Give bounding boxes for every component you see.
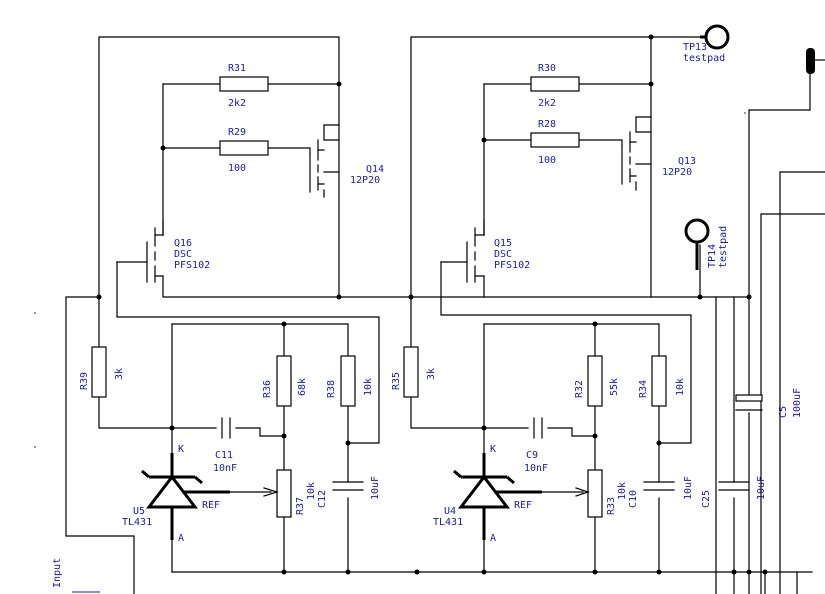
r29-value: 100 [228, 163, 246, 174]
mosfet-q13: Q13 12P20 [621, 131, 696, 185]
r39-value: 3k [114, 368, 125, 380]
mosfet-q15: Q15 DSC PFS102 [466, 227, 530, 283]
u4-part: TL431 [433, 517, 463, 528]
r30-value: 2k2 [538, 98, 556, 109]
resistor-r36: R36 68k [262, 355, 308, 407]
u4-pin-k: K [490, 444, 496, 455]
regulator-u4: K A REF U4 TL431 [433, 444, 542, 544]
mosfet-q16: Q16 DSC PFS102 [146, 227, 210, 283]
q16-ref: Q16 [174, 238, 192, 249]
r33-ref: R33 [606, 497, 617, 515]
tp14-type: testpad [718, 226, 729, 268]
r38-ref: R38 [326, 380, 337, 398]
r33-value: 10k [617, 482, 628, 500]
resistor-r35: R35 3k [391, 346, 437, 398]
c9-ref: C9 [526, 450, 538, 461]
c11-value: 10nF [213, 463, 237, 474]
r35-ref: R35 [391, 372, 402, 390]
r38-value: 10k [363, 378, 374, 396]
wires [65, 36, 825, 594]
c12-ref: C12 [317, 490, 328, 508]
c12-value: 10uF [370, 476, 381, 500]
r37-value: 10k [306, 482, 317, 500]
u4-pin-ref: REF [514, 500, 532, 511]
connector-pin [806, 48, 825, 74]
grid-marks [34, 112, 746, 448]
q14-ref: Q14 [366, 164, 384, 175]
r31-value: 2k2 [228, 98, 246, 109]
u5-pin-k: K [178, 444, 184, 455]
tp14-ref: TP14 [707, 244, 718, 268]
c10-value: 10uF [683, 476, 694, 500]
c5-ref: C5 [778, 406, 789, 418]
r36-value: 68k [297, 378, 308, 396]
r36-ref: R36 [262, 380, 273, 398]
resistor-r29: R29 100 [219, 127, 269, 174]
c25-value: 10uF [756, 476, 767, 500]
capacitor-c11: C11 10nF [213, 417, 237, 474]
mosfet-q14: Q14 12P20 [309, 139, 384, 193]
testpad-tp13: TP13 testpad [683, 24, 730, 64]
q15-part: PFS102 [494, 260, 530, 271]
tp13-type: testpad [683, 53, 725, 64]
r28-value: 100 [538, 155, 556, 166]
potentiometer-r33: R33 10k [575, 469, 628, 518]
r29-ref: R29 [228, 127, 246, 138]
c5-value: 100uF [792, 388, 803, 418]
capacitor-c5-electrolytic: C5 100uF [735, 388, 803, 418]
r35-value: 3k [426, 368, 437, 380]
r39-ref: R39 [79, 372, 90, 390]
r34-value: 10k [675, 378, 686, 396]
r37-ref: R37 [295, 497, 306, 515]
resistor-r28: R28 100 [530, 119, 580, 166]
q15-ref: Q15 [494, 238, 512, 249]
resistor-r39: R39 3k [79, 346, 125, 398]
q16-part: PFS102 [174, 260, 210, 271]
testpad-tp14: TP14 testpad [684, 218, 729, 270]
q14-part: 12P20 [350, 175, 380, 186]
u5-part: TL431 [122, 517, 152, 528]
capacitor-c9: C9 10nF [524, 417, 548, 474]
u5-ref: U5 [133, 506, 145, 517]
r30-ref: R30 [538, 63, 556, 74]
resistor-r34: R34 10k [638, 355, 686, 407]
u5-pin-a: A [178, 533, 184, 544]
c10-ref: C10 [628, 490, 639, 508]
tp13-ref: TP13 [683, 42, 707, 53]
q16-maker: DSC [174, 249, 192, 260]
resistor-r31: R31 2k2 [219, 63, 269, 109]
r32-ref: R32 [574, 380, 585, 398]
net-label-input: Input [52, 558, 100, 593]
r31-ref: R31 [228, 63, 246, 74]
r32-value: 55k [609, 378, 620, 396]
capacitor-c10: C10 10uF [628, 476, 694, 508]
q15-maker: DSC [494, 249, 512, 260]
resistor-r30: R30 2k2 [530, 63, 580, 109]
c25-ref: C25 [701, 490, 712, 508]
resistor-r38: R38 10k [326, 355, 374, 407]
u5-pin-ref: REF [202, 500, 220, 511]
regulator-u5: K A REF U5 TL431 [122, 444, 230, 544]
q13-part: 12P20 [662, 167, 692, 178]
potentiometer-r37: R37 10k [263, 469, 317, 518]
r34-ref: R34 [638, 380, 649, 398]
u4-pin-a: A [490, 533, 496, 544]
c9-value: 10nF [524, 463, 548, 474]
input-label: Input [52, 558, 63, 588]
u4-ref: U4 [444, 506, 456, 517]
q13-ref: Q13 [678, 156, 696, 167]
c11-ref: C11 [215, 450, 233, 461]
capacitor-c25: C25 10uF [701, 476, 767, 508]
junction-dots [96, 34, 768, 575]
capacitor-c12: C12 10uF [317, 476, 381, 508]
resistor-r32: R32 55k [574, 355, 620, 407]
r28-ref: R28 [538, 119, 556, 130]
